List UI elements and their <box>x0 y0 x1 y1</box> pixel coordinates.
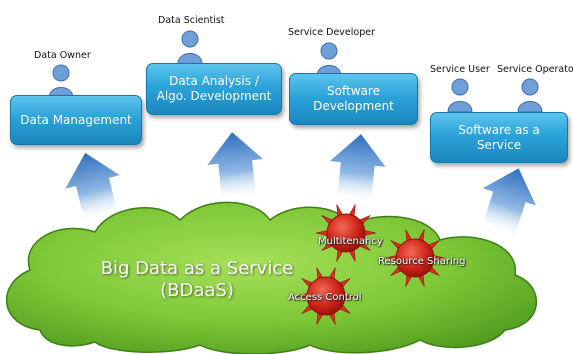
bdaas-cloud <box>5 201 538 354</box>
up-arrow-icon <box>65 152 120 221</box>
starburst-icon <box>384 229 446 287</box>
up-arrow-icon <box>207 132 264 200</box>
saas-label-line2: Service <box>476 137 522 152</box>
role-data-owner: Data Owner <box>34 50 91 61</box>
up-arrow-icon <box>482 168 537 237</box>
feature-access-control: Access Control <box>288 292 362 303</box>
person-icon <box>447 78 473 117</box>
starburst-icon <box>315 204 377 262</box>
data-analysis-box: Data Analysis / Algo. Development <box>146 63 282 115</box>
data-management-box: Data Management <box>10 95 142 145</box>
data-management-label: Data Management <box>20 112 132 127</box>
up-arrow-icon <box>329 134 386 202</box>
feature-multitenancy: Multitenancy <box>318 236 383 247</box>
bdaas-title-line1: Big Data as a Service <box>100 258 294 279</box>
person-icon <box>517 78 543 117</box>
software-as-a-service-box: Software as a Service <box>430 112 568 163</box>
software-development-box: Software Development <box>289 73 418 125</box>
bdaas-title-line2: (BDaaS) <box>160 280 234 301</box>
role-data-scientist: Data Scientist <box>158 15 225 26</box>
role-service-user: Service User <box>430 64 490 75</box>
feature-resource-sharing: Resource Sharing <box>378 256 466 267</box>
role-service-operator: Service Operator <box>497 64 573 75</box>
saas-label-line1: Software as a <box>458 122 540 137</box>
bdaas-title: Big Data as a Service (BDaaS) <box>92 258 302 302</box>
data-analysis-label-line2: Algo. Development <box>156 89 272 103</box>
software-development-label-line2: Development <box>313 99 394 113</box>
person-icon <box>177 30 203 69</box>
data-analysis-label-line1: Data Analysis / <box>169 74 259 88</box>
role-service-developer: Service Developer <box>288 27 375 38</box>
software-development-label-line1: Software <box>327 84 380 98</box>
starburst-icon <box>295 267 357 325</box>
